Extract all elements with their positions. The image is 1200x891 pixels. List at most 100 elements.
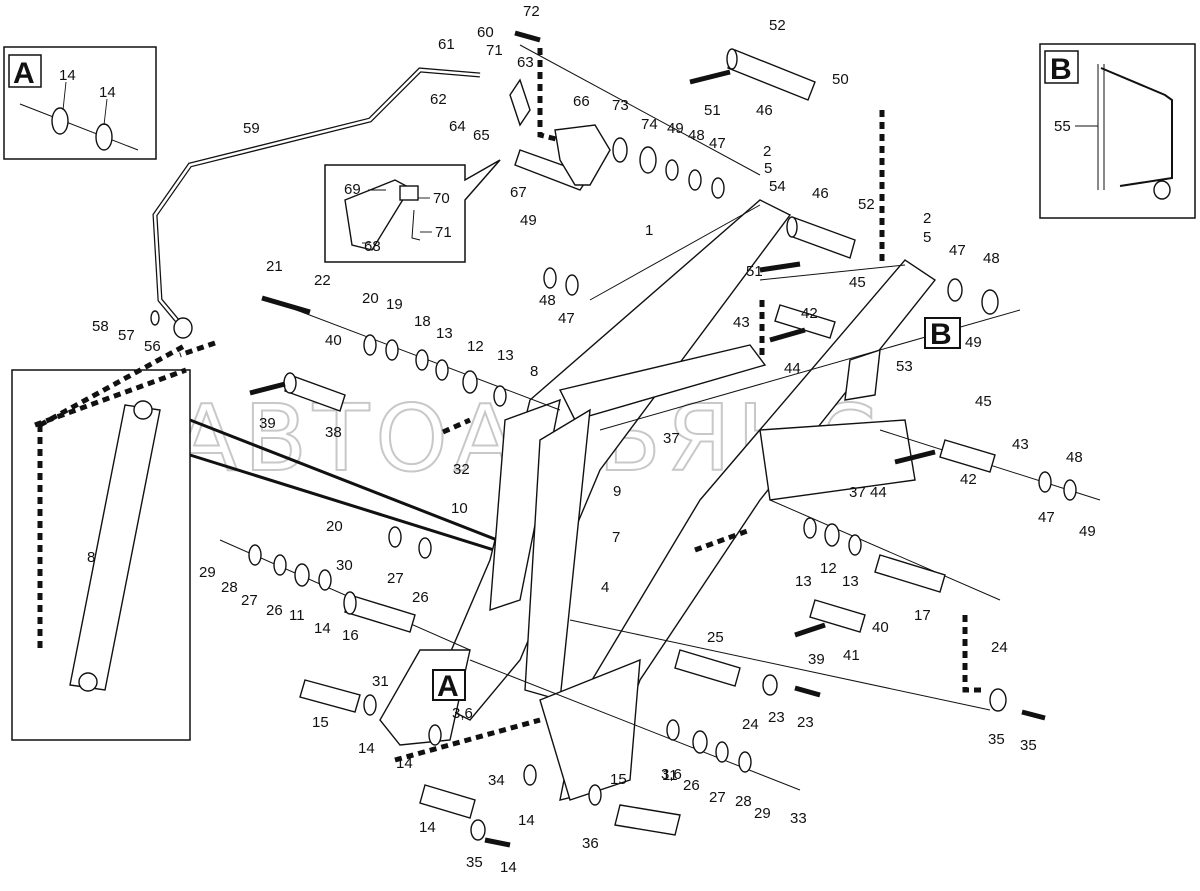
callout-a-letter: A (437, 670, 459, 703)
part-number-label: 2 (923, 210, 931, 227)
part-number-label: 49 (520, 212, 537, 229)
part-number-label: 44 (870, 484, 887, 501)
part-number-label: 63 (517, 54, 534, 71)
part-number-label: 14 (396, 755, 413, 772)
inset-detail: 69 70 71 68 (324, 159, 501, 263)
part-number-label: 8 (87, 549, 95, 566)
callout-b: B (924, 317, 961, 351)
part-number-label: 26 (266, 602, 283, 619)
part-number-label: 12 (467, 338, 484, 355)
part-number-label: 12 (820, 560, 837, 577)
part-number-label: 22 (314, 272, 331, 289)
part-number-label: 48 (688, 127, 705, 144)
part-number-label: 34 (488, 772, 505, 789)
part-number-label: 74 (641, 116, 658, 133)
part-number-label: 2 (763, 143, 771, 160)
part-number-label: 56 (144, 338, 161, 355)
part-number-label: 26 (412, 589, 429, 606)
part-number-label: 24 (991, 639, 1008, 656)
part-number-label: 51 (704, 102, 721, 119)
part-number-label: 71 (486, 42, 503, 59)
part-number-label: 7 (612, 529, 620, 546)
part-number-label: 28 (735, 793, 752, 810)
part-number-label: 14 (314, 620, 331, 637)
part-number-label: 30 (336, 557, 353, 574)
part-number-label: 45 (849, 274, 866, 291)
part-number-label: 42 (960, 471, 977, 488)
detail-b-letter: B (1050, 53, 1072, 86)
part-number-label: 49 (1079, 523, 1096, 540)
part-number-label: 73 (612, 97, 629, 114)
detail-box-a: A 14 14 (3, 46, 157, 160)
part-number-label: 35 (1020, 737, 1037, 754)
part-number-label: 1 (645, 222, 653, 239)
detail-a-part-1: 14 (59, 67, 76, 84)
part-number-label: 37 (849, 484, 866, 501)
part-number-label: 14 (419, 819, 436, 836)
part-number-label: 16 (342, 627, 359, 644)
part-number-label: 27 (241, 592, 258, 609)
detail-b-part: 55 (1054, 118, 1071, 135)
part-number-label: 25 (707, 629, 724, 646)
part-number-label: 23 (768, 709, 785, 726)
part-number-label: 5 (923, 229, 931, 246)
part-number-label: 48 (1066, 449, 1083, 466)
inset-part-71: 71 (435, 224, 452, 241)
part-number-label: 47 (1038, 509, 1055, 526)
part-number-label: 29 (754, 805, 771, 822)
part-number-label: 3,6 (452, 705, 473, 722)
part-number-label: 27 (709, 789, 726, 806)
part-number-label: 44 (784, 360, 801, 377)
part-number-label: 18 (414, 313, 431, 330)
part-number-label: 21 (266, 258, 283, 275)
part-number-label: 47 (949, 242, 966, 259)
part-number-label: 20 (326, 518, 343, 535)
part-number-label: 67 (510, 184, 527, 201)
part-number-label: 46 (756, 102, 773, 119)
part-number-label: 8 (530, 363, 538, 380)
part-number-label: 49 (965, 334, 982, 351)
inset-part-68: 68 (364, 238, 381, 255)
part-number-label: 23 (797, 714, 814, 731)
part-number-label: 10 (451, 500, 468, 517)
part-number-label: 32 (453, 461, 470, 478)
pins-and-washers (150, 30, 1101, 848)
part-number-label: 13 (842, 573, 859, 590)
inset-part-69: 69 (344, 181, 361, 198)
part-number-label: 13 (497, 347, 514, 364)
detail-a-part-2: 14 (99, 84, 116, 101)
part-number-label: 4 (601, 579, 609, 596)
part-number-label: 50 (832, 71, 849, 88)
link-detail-box (11, 342, 511, 741)
part-number-label: 3,6 (661, 766, 682, 783)
part-number-label: 39 (808, 651, 825, 668)
part-number-label: 37 (663, 430, 680, 447)
part-number-label: 62 (430, 91, 447, 108)
callout-b-letter: B (930, 318, 952, 351)
part-number-label: 9 (613, 483, 621, 500)
part-number-label: 52 (769, 17, 786, 34)
part-number-label: 40 (325, 332, 342, 349)
part-number-label: 57 (118, 327, 135, 344)
part-number-label: 72 (523, 3, 540, 20)
part-number-label: 47 (709, 135, 726, 152)
part-number-label: 24 (742, 716, 759, 733)
part-number-label: 36 (582, 835, 599, 852)
part-number-label: 54 (769, 178, 786, 195)
part-number-label: 27 (387, 570, 404, 587)
part-number-label: 61 (438, 36, 455, 53)
part-number-label: 45 (975, 393, 992, 410)
part-number-label: 38 (325, 424, 342, 441)
part-number-label: 52 (858, 196, 875, 213)
part-number-label: 47 (558, 310, 575, 327)
part-number-label: 58 (92, 318, 109, 335)
dashed-guides (34, 48, 985, 763)
boom-structure (379, 199, 937, 801)
part-number-label: 40 (872, 619, 889, 636)
part-number-label: 14 (358, 740, 375, 757)
part-number-label: 15 (312, 714, 329, 731)
part-number-label: 49 (667, 120, 684, 137)
